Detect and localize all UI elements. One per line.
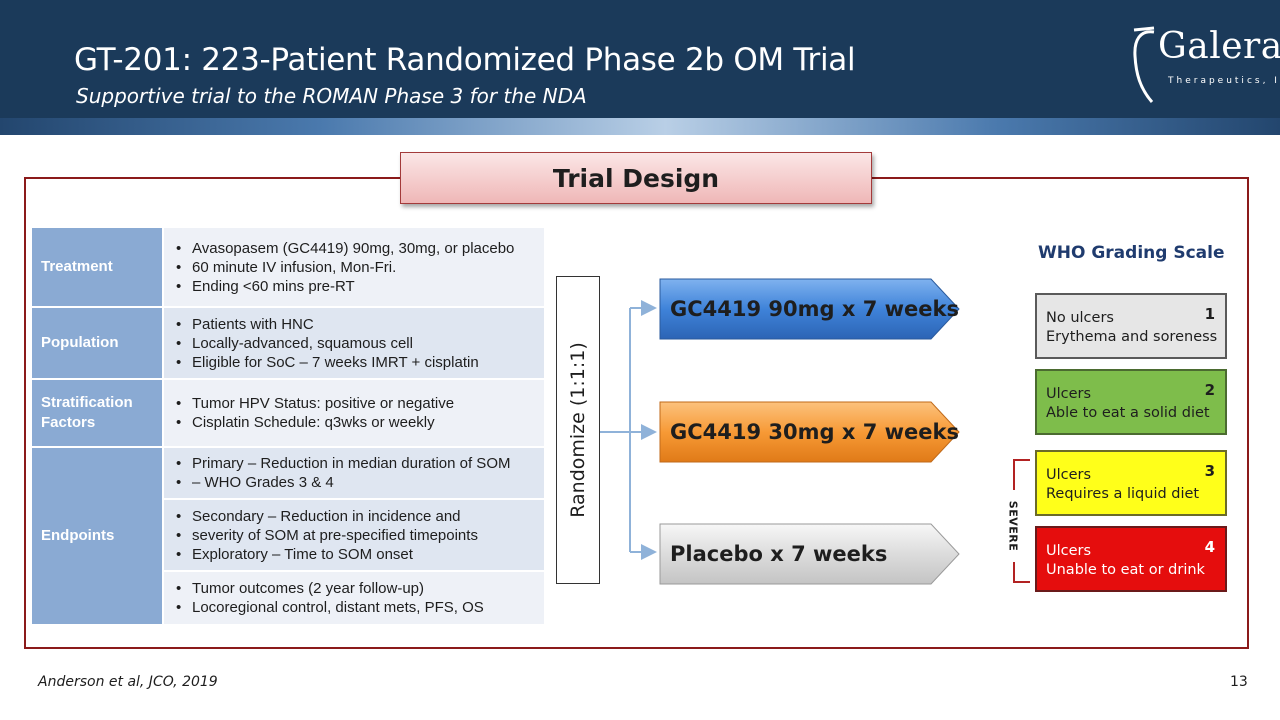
grade-line-1: Ulcers [1046, 386, 1092, 402]
bullet-item: Locoregional control, distant mets, PFS,… [174, 598, 544, 617]
row-content-tumor: Tumor outcomes (2 year follow-up) Locore… [164, 572, 544, 624]
bullet-item: Eligible for SoC – 7 weeks IMRT + cispla… [174, 353, 544, 372]
citation-footnote: Anderson et al, JCO, 2019 [38, 674, 218, 690]
row-content: Tumor HPV Status: positive or negative C… [164, 380, 544, 446]
grade-number: 4 [1204, 538, 1215, 556]
bullet-item: Tumor outcomes (2 year follow-up) [174, 579, 544, 598]
logo-mark-icon [1133, 26, 1155, 103]
slide-subtitle: Supportive trial to the ROMAN Phase 3 fo… [76, 84, 587, 108]
table-row-stratification: Stratification Factors Tumor HPV Status:… [32, 380, 544, 446]
section-title: Trial Design [400, 152, 872, 204]
bullet-item: 60 minute IV infusion, Mon-Fri. [174, 258, 544, 277]
arm-arrow-shape [659, 278, 960, 340]
table-row-population: Population Patients with HNC Locally-adv… [32, 308, 544, 378]
arm-label: Placebo x 7 weeks [670, 542, 888, 566]
row-label: Stratification Factors [32, 380, 162, 446]
who-grade-3: 3 Ulcers Requires a liquid diet [1035, 450, 1227, 516]
grade-line-2: Erythema and soreness [1046, 329, 1218, 345]
severe-label: SEVERE [1006, 500, 1020, 552]
randomize-box [556, 276, 600, 584]
page-number: 13 [1230, 674, 1248, 690]
table-row-endpoints: Endpoints Primary – Reduction in median … [32, 448, 544, 624]
who-grade-1: 1 No ulcers Erythema and soreness [1035, 293, 1227, 359]
header-gradient-bar [0, 118, 1280, 135]
row-label: Population [32, 308, 162, 378]
arm-90mg: GC4419 90mg x 7 weeks [659, 278, 961, 340]
arm-30mg: GC4419 30mg x 7 weeks [659, 401, 961, 463]
bullet-item: Primary – Reduction in median duration o… [174, 454, 544, 473]
arm-label: GC4419 90mg x 7 weeks [670, 297, 959, 321]
logo-wordmark: Galera [1158, 26, 1280, 67]
bullet-item: Ending <60 mins pre-RT [174, 277, 544, 296]
bullet-item: Cisplatin Schedule: q3wks or weekly [174, 413, 544, 432]
randomize-label: Randomize (1:1:1) [567, 342, 589, 518]
table-row-treatment: Treatment Avasopasem (GC4419) 90mg, 30mg… [32, 228, 544, 306]
bullet-continuation-text: severity of SOM at pre-specified timepoi… [192, 526, 478, 544]
row-label-line: Factors [41, 414, 96, 431]
grade-line-2: Able to eat a solid diet [1046, 405, 1210, 421]
who-grade-2: 2 Ulcers Able to eat a solid diet [1035, 369, 1227, 435]
grade-number: 1 [1204, 305, 1215, 323]
row-label-line: Stratification [41, 394, 133, 411]
grade-line-1: Ulcers [1046, 467, 1092, 483]
grade-line-2: Unable to eat or drink [1046, 562, 1205, 578]
arm-label: GC4419 30mg x 7 weeks [670, 420, 959, 444]
who-grade-4: 4 Ulcers Unable to eat or drink [1035, 526, 1227, 592]
grade-number: 3 [1204, 462, 1215, 480]
galera-logo: Galera Therapeutics, Inc [1130, 26, 1280, 106]
arm-arrow-shape [659, 523, 960, 585]
arm-arrow-shape [659, 401, 960, 463]
grade-line-1: No ulcers [1046, 310, 1114, 326]
bullet-continuation: severity of SOM at pre-specified timepoi… [174, 526, 544, 545]
row-content-secondary: Secondary – Reduction in incidence and s… [164, 500, 544, 570]
row-content: Avasopasem (GC4419) 90mg, 30mg, or place… [164, 228, 544, 306]
bullet-continuation-text: – WHO Grades 3 & 4 [192, 474, 334, 491]
bullet-item: Avasopasem (GC4419) 90mg, 30mg, or place… [174, 239, 544, 258]
bullet-item: Locally-advanced, squamous cell [174, 334, 544, 353]
who-scale-title: WHO Grading Scale [1038, 243, 1225, 263]
slide-title: GT-201: 223-Patient Randomized Phase 2b … [74, 42, 856, 78]
bullet-item: Exploratory – Time to SOM onset [174, 545, 544, 564]
arm-placebo: Placebo x 7 weeks [659, 523, 961, 585]
bullet-item: Patients with HNC [174, 315, 544, 334]
header-band [0, 0, 1280, 118]
row-label: Treatment [32, 228, 162, 306]
grade-number: 2 [1204, 381, 1215, 399]
bullet-continuation: – WHO Grades 3 & 4 [174, 473, 544, 492]
logo-tagline: Therapeutics, Inc [1168, 76, 1280, 86]
grade-line-2: Requires a liquid diet [1046, 486, 1200, 502]
bullet-item: Tumor HPV Status: positive or negative [174, 394, 544, 413]
grade-line-1: Ulcers [1046, 543, 1092, 559]
bullet-item: Secondary – Reduction in incidence and [174, 507, 544, 526]
row-label: Endpoints [32, 448, 162, 624]
row-content: Patients with HNC Locally-advanced, squa… [164, 308, 544, 378]
row-content-primary: Primary – Reduction in median duration o… [164, 448, 544, 498]
